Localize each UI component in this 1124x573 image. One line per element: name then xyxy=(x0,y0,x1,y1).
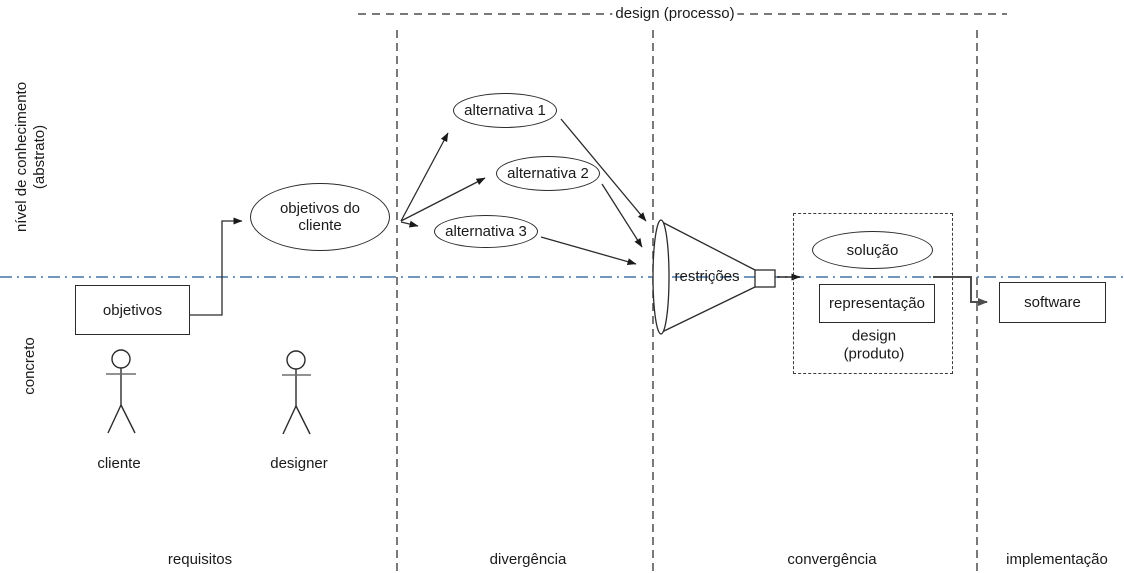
designer-stick-figure xyxy=(282,350,311,435)
process-title: design (processo) xyxy=(612,4,738,24)
funnel-spout xyxy=(754,269,776,288)
alternativa-3-label: alternativa 3 xyxy=(445,223,527,240)
arrow-alternativa-1-to-funnel xyxy=(560,118,647,222)
alternativa-1-label: alternativa 1 xyxy=(464,102,546,119)
solucao-ellipse: solução xyxy=(812,231,933,269)
axis-label-abstract-line2: (abstrato) xyxy=(31,124,48,190)
arrow-alternativa-2-to-funnel xyxy=(601,183,643,248)
cliente-right-leg xyxy=(120,404,136,434)
restricoes-label: restrições xyxy=(674,267,740,285)
representacao-label: representação xyxy=(829,295,925,312)
axis-label-concrete: concreto xyxy=(21,337,38,395)
design-produto-caption-line2: (produto) xyxy=(843,346,905,363)
objetivos-cliente-label: objetivos do cliente xyxy=(279,199,361,234)
cliente-left-leg xyxy=(107,404,122,434)
cliente-label: cliente xyxy=(97,454,141,472)
software-box: software xyxy=(999,282,1106,323)
cliente-stick-figure xyxy=(106,349,136,434)
alternativa-2-label: alternativa 2 xyxy=(507,165,589,182)
arrow-objetivos-to-objetivos-cliente xyxy=(190,217,243,316)
axis-label-abstract-line1: nível de conhecimento xyxy=(13,81,30,233)
phase-label-convergencia: convergência xyxy=(787,550,877,568)
software-label: software xyxy=(1024,294,1081,311)
design-produto-caption-line1: design xyxy=(851,327,897,345)
funnel-mouth-ellipse xyxy=(652,219,670,335)
representacao-box: representação xyxy=(819,284,935,323)
cliente-head xyxy=(111,349,131,369)
designer-left-leg xyxy=(282,405,297,435)
funnel-bottom-edge xyxy=(661,286,756,333)
solucao-label: solução xyxy=(846,241,899,259)
objetivos-cliente-ellipse: objetivos do cliente xyxy=(250,183,390,251)
designer-head xyxy=(286,350,306,370)
phase-label-divergencia: divergência xyxy=(489,550,567,568)
alternativa-2-ellipse: alternativa 2 xyxy=(496,156,600,191)
design-produto-caption: design (produto) xyxy=(844,328,905,365)
objetivos-box-label: objetivos xyxy=(102,301,163,319)
designer-right-leg xyxy=(295,405,311,435)
axis-label-abstract: nível de conhecimento (abstrato) xyxy=(13,82,49,232)
arrow-alternativa-3-to-funnel xyxy=(540,236,637,266)
funnel-top-edge xyxy=(661,221,756,271)
arrow-to-alternativa-1 xyxy=(400,132,449,222)
alternativa-3-ellipse: alternativa 3 xyxy=(434,215,538,248)
objetivos-box: objetivos xyxy=(75,285,190,335)
design-produto-dashed-box xyxy=(793,213,953,374)
funnel-shape xyxy=(652,219,776,335)
arrow-to-alternativa-2 xyxy=(400,177,486,222)
designer-label: designer xyxy=(270,454,328,472)
arrow-to-alternativa-3 xyxy=(400,220,419,228)
alternativa-1-ellipse: alternativa 1 xyxy=(453,93,557,128)
phase-label-implementacao: implementação xyxy=(1006,550,1108,568)
phase-label-requisitos: requisitos xyxy=(167,550,233,568)
